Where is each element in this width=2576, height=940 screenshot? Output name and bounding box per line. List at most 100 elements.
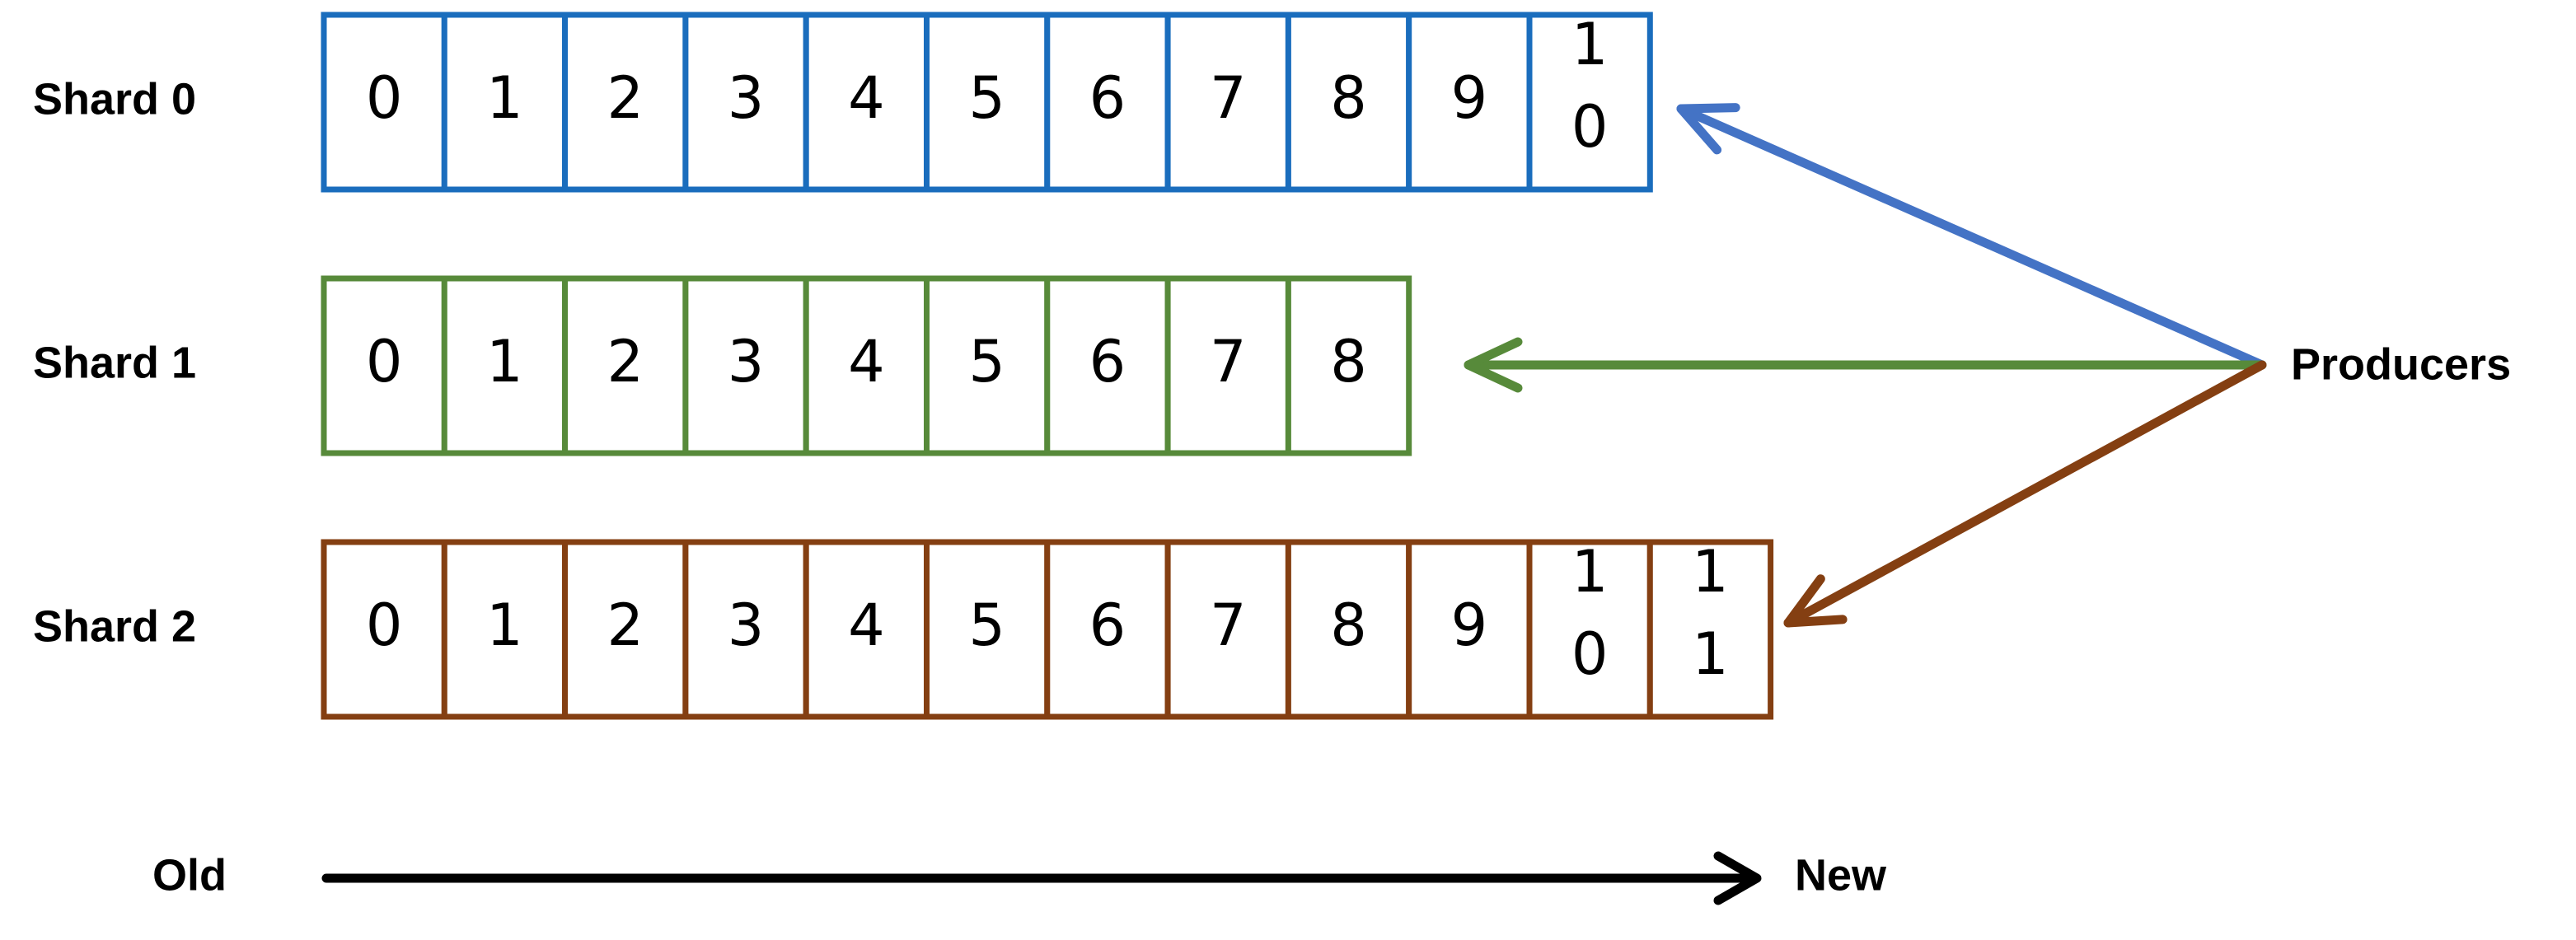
shard-cell-box: [1526, 12, 1653, 193]
shard-cell: 7: [1164, 539, 1291, 720]
shard-cell: 4: [803, 539, 930, 720]
shard-cell: 9: [1406, 539, 1533, 720]
shard-cell: 3: [682, 539, 809, 720]
shard-cell-value: 8: [1330, 64, 1367, 132]
shard-cell: 2: [562, 12, 689, 193]
shard-cell-box: [1646, 539, 1774, 720]
shard-cell-value: 3: [728, 328, 765, 395]
shard-cell: 0: [321, 275, 447, 456]
shard-cell-box: [682, 275, 809, 456]
shard-cell-value: 5: [968, 328, 1005, 395]
shard-cell-box: [321, 275, 447, 456]
shard-cell-value: 8: [1330, 328, 1367, 395]
shard-cell-box: [562, 539, 689, 720]
shard-cell-box: [562, 12, 689, 193]
shard-label: Shard 1: [33, 338, 196, 387]
shard-cell-value: 9: [1451, 64, 1488, 132]
shard-cell: 5: [924, 539, 1051, 720]
shard-cell: 5: [924, 275, 1051, 456]
shard-label: Shard 2: [33, 601, 196, 651]
shard-cell-value: 1: [486, 592, 523, 659]
shard-cell: 2: [562, 275, 689, 456]
shard-cell-value: 0: [366, 328, 403, 395]
shard-cell-value: 8: [1330, 592, 1367, 659]
timeline-old-label: Old: [152, 850, 227, 900]
shard-cell-box: [924, 275, 1051, 456]
shard-cell-box: [441, 539, 569, 720]
shard-cell: 3: [682, 275, 809, 456]
shard-cell-box: [1164, 275, 1291, 456]
timeline-new-label: New: [1795, 850, 1887, 900]
shard-cell: 4: [803, 12, 930, 193]
shard-label: Shard 0: [33, 74, 196, 124]
shard-cell-value: 7: [1210, 592, 1247, 659]
shard-cell: 4: [803, 275, 930, 456]
shard-cell-value: 4: [848, 592, 885, 659]
shard-cell-value: 3: [728, 64, 765, 132]
shard-cell-value: 0: [366, 592, 403, 659]
shard-cell-box: [1285, 12, 1412, 193]
producer-arrows: [1464, 103, 2267, 628]
shard-cell-value: 4: [848, 328, 885, 395]
shard-cell: 0: [321, 12, 447, 193]
shard-cell-value: 7: [1210, 64, 1247, 132]
shard-cell-box: [1285, 539, 1412, 720]
shard-cell: 1: [441, 539, 569, 720]
shard-cell: 0: [321, 539, 447, 720]
timeline-arrow-head: [1713, 851, 1762, 905]
shard-cell: 7: [1164, 275, 1291, 456]
shard-cell-value: 2: [607, 64, 644, 132]
shard-cell-box: [562, 275, 689, 456]
shard-cell-value: 0: [366, 64, 403, 132]
arrow-to-shard-0: [1676, 103, 2267, 370]
producers-label: Producers: [2291, 339, 2511, 389]
shard-cell-box: [682, 12, 809, 193]
shard-cell: 5: [924, 12, 1051, 193]
arrow-to-shard-2: [1783, 360, 2267, 628]
shard-cell-value: 9: [1451, 592, 1488, 659]
shard-cell-box: [321, 12, 447, 193]
shard-cell-box: [1044, 275, 1171, 456]
shard-cell: 8: [1285, 12, 1412, 193]
arrow-to-shard-1: [1464, 337, 2267, 393]
shard-cell: 6: [1044, 275, 1171, 456]
shard-cell-box: [1285, 275, 1412, 456]
shard-cell: 8: [1285, 539, 1412, 720]
shard-cell-value: 6: [1089, 592, 1126, 659]
arrow-head: [1783, 574, 1848, 628]
shard-cell-box: [1526, 539, 1653, 720]
shard-cell-value: 4: [848, 64, 885, 132]
shard-cell-value: 6: [1089, 64, 1126, 132]
arrow-shaft: [1783, 360, 2267, 628]
shard-cell-value: 1: [486, 328, 523, 395]
shard-cell: 8: [1285, 275, 1412, 456]
shard-cell-box: [1164, 12, 1291, 193]
shard-cell: 7: [1164, 12, 1291, 193]
shard-cell-value: 2: [607, 328, 644, 395]
shard-cell: 6: [1044, 12, 1171, 193]
arrow-head: [1676, 103, 1740, 155]
shard-cell-value: 2: [607, 592, 644, 659]
shard-cell: 9: [1406, 12, 1533, 193]
shard-cell-value: 5: [968, 592, 1005, 659]
arrow-head: [1464, 337, 1523, 393]
shard-cell-value: 5: [968, 64, 1005, 132]
shard-cell: 2: [562, 539, 689, 720]
shard-cell-box: [803, 12, 930, 193]
shard-cell: 1: [441, 12, 569, 193]
arrow-shaft: [1676, 104, 2267, 370]
shard-cell: 1: [441, 275, 569, 456]
shard-cell: 3: [682, 12, 809, 193]
shard-cell: 6: [1044, 539, 1171, 720]
shard-cell-value: 7: [1210, 328, 1247, 395]
